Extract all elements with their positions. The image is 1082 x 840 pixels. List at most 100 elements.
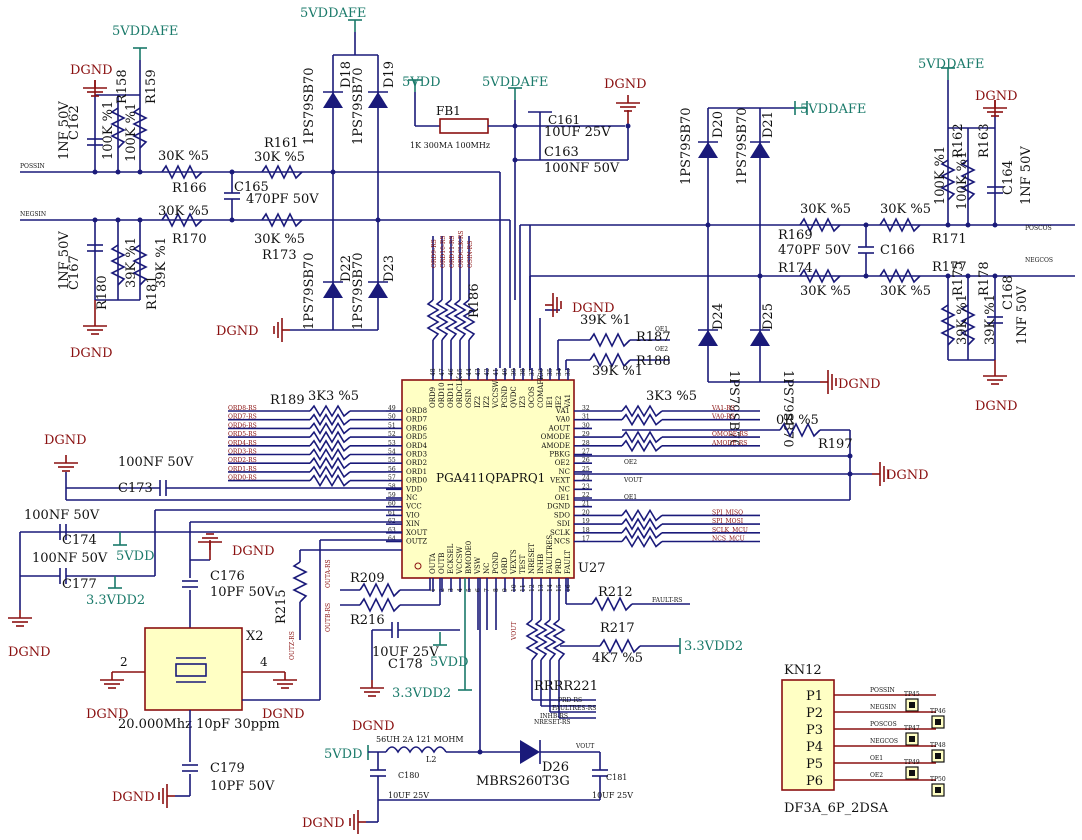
- gnd-label-6: DGND: [975, 89, 1018, 104]
- net-outz: OUTZ-RS: [289, 631, 296, 660]
- net-oe1-mid: OE1: [624, 494, 637, 501]
- bottom-power-label: 3.3VDD2: [392, 686, 451, 701]
- ic-pin-name: VSW: [474, 556, 482, 575]
- r209-label: R209: [350, 571, 385, 586]
- cos-input-network: POSCOS NEGCOS 30K %5 30K %5 R169 R171 R1…: [520, 57, 1075, 447]
- ic-pin-name: ORDCLK: [456, 375, 464, 408]
- r216-label: R216: [350, 613, 385, 628]
- kn12-net-label: NEGCOS: [870, 738, 898, 745]
- output-network: R215 OUTZ-RS R209 R216 OUTA-RS OUTB-RS D…: [274, 549, 497, 734]
- c180-label: C180: [398, 771, 419, 780]
- c178-power-label: 5VDD: [430, 655, 469, 670]
- ic-pin-name: ORD1: [406, 468, 427, 476]
- ic-pin-name: OUTZ: [406, 538, 427, 546]
- ord-resistor: [309, 421, 351, 435]
- c164-value: 1NF 50V: [1019, 146, 1034, 205]
- c176-value: 10PF 50V: [210, 585, 275, 600]
- ic-designator: U27: [578, 561, 606, 576]
- kn12-net-label: OE1: [870, 755, 883, 762]
- ic-pin-num: 51: [388, 422, 396, 429]
- ic-pin-name: SCLK: [550, 529, 571, 537]
- net-fault: FAULT-RS: [652, 597, 682, 604]
- fault-network: 3.3VDD2 R212 R217 4K7 %5 FAULT-RS RRRR22…: [511, 578, 743, 726]
- ic-pin-name: VEXTS: [510, 549, 518, 575]
- right-net-label: VA0-RS: [711, 414, 735, 421]
- net-outb: OUTB-RS: [325, 603, 332, 632]
- r174-value: 30K %5: [800, 284, 851, 299]
- ic-pin-num: 42: [484, 368, 491, 376]
- ic-pin-num: 4: [457, 588, 464, 592]
- kn12-body: [781, 679, 835, 791]
- c164-label: C164: [1001, 160, 1016, 195]
- d26-label: D26: [542, 760, 569, 775]
- ic-pin-num: 7: [484, 588, 491, 592]
- r177-label: R177: [932, 260, 967, 275]
- c166-label: C166: [880, 243, 915, 258]
- ord-top-resistor: [462, 299, 476, 341]
- ic-pin-name: QVDC: [510, 386, 518, 408]
- ord-top-resistor: [435, 299, 449, 341]
- ic-pin-num: 50: [388, 414, 396, 421]
- ord-resistor: [309, 439, 351, 453]
- ic-pin-name: IZ3: [519, 396, 527, 408]
- ic-pin-num: 11: [520, 584, 527, 592]
- ord-net-label: ORD5-RS: [228, 431, 257, 438]
- ic-right-signals: DGND OE1 OE2 39K %1 R187 R188 39K %1 VA1…: [539, 292, 929, 549]
- d24-label: D24: [711, 303, 726, 330]
- test-point-pad: [935, 719, 941, 725]
- ord-resistor: [309, 465, 351, 479]
- d20-power-label: 5VDDAFE: [800, 102, 866, 117]
- gnd-label-3: DGND: [216, 324, 259, 339]
- r187-value: 39K %1: [580, 313, 631, 328]
- ic-pin-num: 18: [582, 527, 590, 534]
- r180-value: 39K %1: [124, 237, 139, 288]
- d18-label: D18: [339, 61, 354, 88]
- ic-pin-name: NC: [559, 468, 570, 476]
- gnd-label-7: DGND: [975, 399, 1018, 414]
- c180-value: 10UF 25V: [388, 791, 429, 800]
- x2-label: X2: [246, 629, 264, 644]
- c168-value: 1NF 50V: [1015, 286, 1030, 345]
- ic-pin-num: 33: [565, 368, 572, 376]
- ord-net-label: ORD8-RS: [228, 405, 257, 412]
- ic-pin-name: ORD11: [447, 382, 455, 408]
- d22-part: 1PS79SB70: [302, 253, 317, 330]
- right-resistor: [621, 534, 663, 549]
- ord-top-net-label: ORD11-RS: [449, 235, 456, 268]
- ic-pin-num: 63: [388, 527, 396, 534]
- ic-pin-num: 41: [493, 368, 500, 376]
- ic-pin-name: TEST: [519, 554, 527, 574]
- test-point-label: TP47: [904, 725, 920, 732]
- ic-pin-name: ORD10: [438, 382, 446, 408]
- c174-value: 100NF 50V: [24, 508, 100, 523]
- r162-label: R162: [951, 123, 966, 158]
- test-point-pad: [909, 736, 915, 742]
- net-prd: PRD-RS: [558, 697, 582, 704]
- net-inhb: INHB-RS: [540, 713, 568, 720]
- ord-net-label: ORD3-RS: [228, 449, 257, 456]
- ord-resistor: [309, 456, 351, 470]
- r217-label: R217: [600, 621, 635, 636]
- ic-pin-name: NRESET: [528, 543, 536, 574]
- ic-pin-name: SDI: [557, 520, 570, 528]
- gnd-label-17: DGND: [302, 816, 345, 831]
- ic-pin-num: 24: [582, 475, 590, 482]
- net-outa: OUTA-RS: [325, 559, 332, 588]
- ord-top-net-label: ORD9-RS: [431, 239, 438, 268]
- ic-pin-name: COMAFE: [537, 375, 545, 408]
- net-vout-bottom: VOUT: [511, 622, 518, 641]
- r159-value: 100K %1: [124, 103, 139, 162]
- right-resistor: [621, 439, 663, 453]
- c167-label: C167: [67, 255, 82, 290]
- ic-pin-num: 55: [388, 457, 396, 464]
- l2-power-label: 5VDD: [324, 747, 363, 762]
- ic-pin-num: 6: [475, 588, 482, 592]
- r197-value: 0R %5: [776, 413, 819, 428]
- ic-pin-num: 31: [582, 414, 590, 421]
- d18-part: 1PS79SB70: [302, 68, 317, 145]
- bottom-resistor: [525, 619, 539, 661]
- ic-pin-name: IE2: [555, 396, 563, 408]
- ic-pin-name: NC: [406, 494, 417, 502]
- r158-label: R158: [115, 69, 130, 104]
- test-point-label: TP46: [930, 708, 946, 715]
